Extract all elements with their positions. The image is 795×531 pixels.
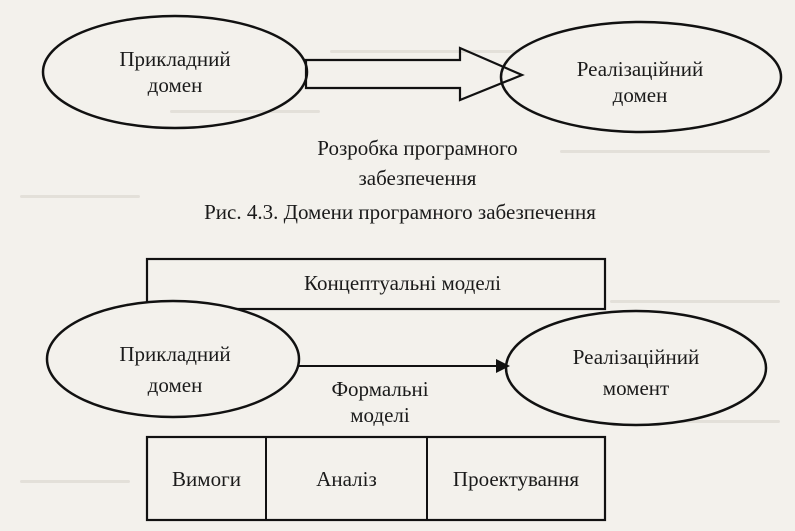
formal-models-label: Формальні моделі <box>305 376 455 428</box>
label-line: домен <box>612 83 668 107</box>
figure1-right-ellipse <box>499 20 783 134</box>
phases-box <box>145 435 607 522</box>
phase-analysis: Аналіз <box>316 467 377 491</box>
label-line: Розробка програмного <box>317 136 518 160</box>
label-line: момент <box>602 376 670 400</box>
label-line: Формальні <box>331 377 429 401</box>
label-line: домен <box>147 373 203 397</box>
figure2-arrow-head <box>496 359 510 373</box>
label-line: Реалізаційний <box>572 345 700 369</box>
label-line: Прикладний <box>119 342 231 366</box>
figure1-right-ellipse-label: Реалізаційний домен <box>560 56 720 108</box>
background-texture <box>170 110 320 113</box>
figure2-right-ellipse-label: Реалізаційний момент <box>556 344 716 401</box>
figure1-left-ellipse-label: Прикладний домен <box>95 46 255 98</box>
background-texture <box>610 300 780 303</box>
figure2-left-ellipse <box>45 299 301 419</box>
label-line: моделі <box>350 403 410 427</box>
figure-caption: Рис. 4.3. Домени програмного забезпеченн… <box>204 200 596 224</box>
background-texture <box>330 50 520 53</box>
background-texture <box>620 420 780 423</box>
figure1-arrow-label: Розробка програмного забезпечення <box>300 135 535 191</box>
background-texture <box>20 480 130 483</box>
label-line: забезпечення <box>358 166 477 190</box>
background-texture <box>560 150 770 153</box>
phase-design: Проектування <box>452 467 580 491</box>
conceptual-models-label: Концептуальні моделі <box>303 271 501 295</box>
label-line: Прикладний <box>119 47 231 71</box>
figure2-left-ellipse-label: Прикладний домен <box>95 341 255 398</box>
conceptual-models-box <box>145 257 607 311</box>
phase-requirements: Вимоги <box>172 467 241 491</box>
background-texture <box>20 195 140 198</box>
figure1-hollow-arrow <box>304 46 525 102</box>
label-line: домен <box>147 73 203 97</box>
label-line: Реалізаційний <box>576 57 704 81</box>
